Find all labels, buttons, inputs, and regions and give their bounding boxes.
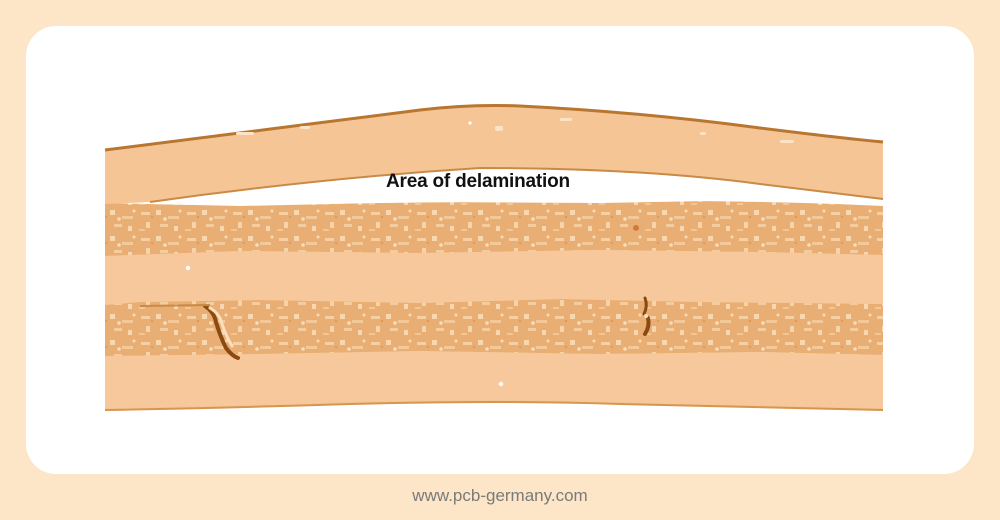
middle-core-layer — [105, 250, 883, 305]
delamination-annotation: Area of delamination — [386, 171, 570, 192]
lower-fiber-layer — [105, 299, 883, 356]
top-edge-line — [104, 104, 884, 152]
upper-fiber-layer — [105, 200, 883, 256]
inclusion-dots — [185, 121, 504, 387]
resin-spot — [633, 225, 639, 231]
website-footer: www.pcb-germany.com — [412, 486, 588, 505]
via-crack-left — [139, 304, 240, 360]
top-layer-underside-line — [149, 166, 884, 203]
top-layer-highlights — [236, 118, 794, 143]
bottom-edge-line — [104, 401, 884, 411]
via-crack-middle — [642, 296, 651, 336]
top-laminate-layer — [105, 105, 883, 204]
bottom-core-layer — [105, 351, 883, 408]
